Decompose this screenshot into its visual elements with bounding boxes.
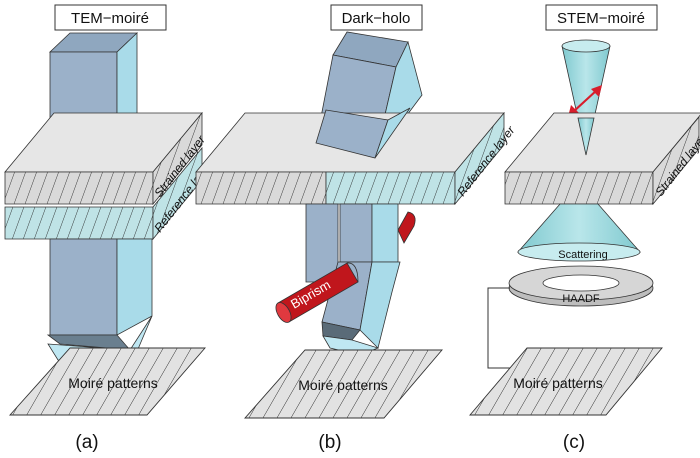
panel-c-scattering-base xyxy=(517,242,641,262)
panel-a-title-box xyxy=(54,4,167,31)
panel-a-screen-label: Moiré patterns xyxy=(68,375,157,391)
panel-a-title: TEM−moiré xyxy=(71,10,149,27)
panel-b: Dark−holo Reference layer Biprism xyxy=(195,4,518,453)
panel-c-detector-hole xyxy=(542,274,620,292)
panel-c-strained-side xyxy=(652,115,700,206)
panel-b-right-side xyxy=(454,111,505,206)
panel-c-screen-label: Moiré patterns xyxy=(513,375,602,391)
panel-b-lower-left-front xyxy=(305,203,339,283)
panel-b-lower-side xyxy=(371,203,399,263)
panel-c-detector-label: HAADF xyxy=(562,293,600,305)
panel-b-beam-side-overlay xyxy=(374,107,411,159)
panel-b-screen-label: Moiré patterns xyxy=(298,377,387,393)
panel-b-screen xyxy=(244,349,443,419)
panel-c-title: STEM−moiré xyxy=(557,10,645,27)
panel-a-screen xyxy=(8,347,206,416)
panel-a-lower-beam-side xyxy=(116,238,153,336)
panel-a: TEM−moiré Strained layer Reference layer… xyxy=(4,4,215,453)
panel-a-caption: (a) xyxy=(75,432,98,453)
panel-b-title-box xyxy=(330,4,423,31)
panel-b-biprism-rear xyxy=(397,211,416,244)
panel-c-title-box xyxy=(545,4,658,31)
panel-c-probe-tip xyxy=(577,117,595,156)
panel-b-left-front xyxy=(195,171,327,205)
panel-b-right-front xyxy=(325,171,456,205)
panel-b-lower-mid-front xyxy=(339,203,373,263)
panel-b-lower-converge-side xyxy=(359,261,401,349)
panel-a-lower-beam-front xyxy=(49,238,118,336)
panel-c: STEM−moiré Strained layer Scattering HAA… xyxy=(469,4,700,453)
panel-c-strained-front xyxy=(504,171,654,205)
panel-c-screen xyxy=(469,347,663,416)
panel-b-caption: (b) xyxy=(318,432,341,453)
panel-a-strained-front xyxy=(4,171,154,205)
panel-c-signal-wire xyxy=(487,287,518,369)
panel-a-strained-side xyxy=(152,111,203,206)
panel-b-biprism xyxy=(275,262,359,323)
panel-c-probe-top xyxy=(561,39,611,53)
panel-b-title: Dark−holo xyxy=(342,10,411,27)
panel-a-reference-front xyxy=(4,206,154,240)
panel-c-scattering-label: Scattering xyxy=(558,249,608,261)
panel-c-caption: (c) xyxy=(563,432,585,453)
